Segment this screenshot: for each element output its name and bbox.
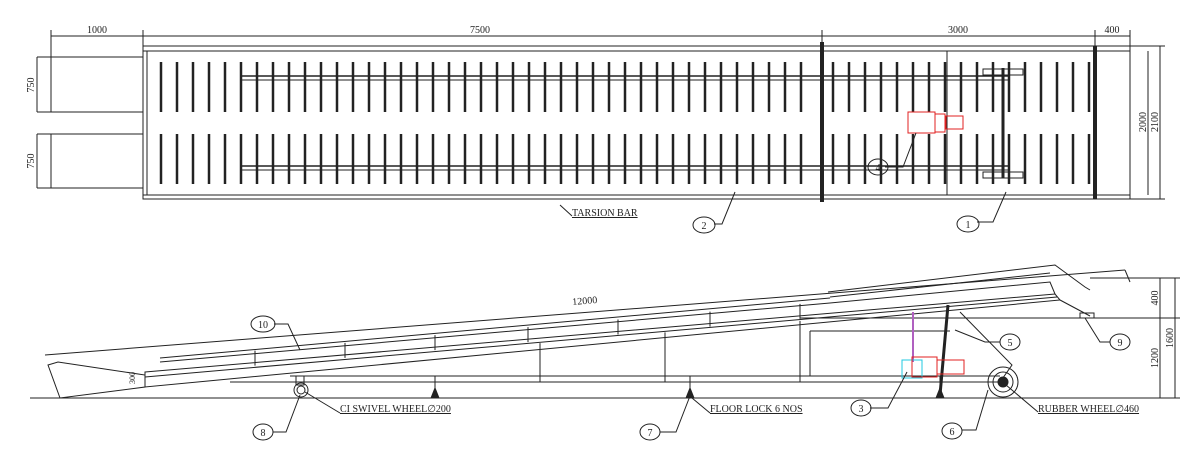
label-swivel-wheel: CI SWIVEL WHEEL∅200 <box>340 404 451 415</box>
balloon-5 <box>999 333 1021 351</box>
lip-plate-upper <box>50 56 144 113</box>
hinge-bracket <box>1079 312 1095 319</box>
label-rubber-wheel: RUBBER WHEEL∅460 <box>1038 404 1139 415</box>
floor-lock <box>685 376 695 399</box>
hydraulic-cylinder <box>938 304 950 396</box>
balloon-9 <box>1109 333 1131 351</box>
balloon-7 <box>639 423 661 441</box>
floor-locks <box>430 376 945 399</box>
dim-lip-width-upper: 750 <box>26 78 37 93</box>
balloon-3-text: 3 <box>859 404 864 415</box>
balloon-2-text: 2 <box>702 221 707 232</box>
lip-plate-lower <box>50 133 144 189</box>
balloon-5-text: 5 <box>1008 338 1013 349</box>
floor-lock <box>430 376 440 399</box>
deck-slats <box>159 62 1091 184</box>
swivel-wheel <box>293 375 309 398</box>
top-view: 1000 7500 3000 400 750 750 2000 <box>26 25 1165 234</box>
dim-outer-width: 2100 <box>1150 112 1161 132</box>
dim-overall-length: 12000 <box>572 295 598 308</box>
hydraulic-motor-side <box>911 356 965 378</box>
balloon-7-text: 7 <box>648 428 653 439</box>
balloon-1 <box>956 215 980 233</box>
balloon-3 <box>850 399 872 417</box>
balloon-8-text: 8 <box>261 428 266 439</box>
balloon-10 <box>250 315 276 333</box>
dim-base-height: 1200 <box>1150 348 1161 368</box>
balloon-6 <box>941 422 963 440</box>
hydraulic-motor-top <box>907 111 964 134</box>
dim-top-height: 400 <box>1150 291 1161 306</box>
railing-posts <box>254 303 801 382</box>
balloon-2 <box>692 216 716 234</box>
dim-inner-width: 2000 <box>1138 112 1149 132</box>
dim-lip-height: 300 <box>128 372 137 384</box>
dim-ramp-lip: 1000 <box>87 25 107 36</box>
balloon-4 <box>867 158 889 176</box>
balloon-4-text: 4 <box>876 163 881 174</box>
dim-lip-width-lower: 750 <box>26 154 37 169</box>
dim-rear-section: 3000 <box>948 25 968 36</box>
floor-lock <box>935 376 945 399</box>
dim-rear-end: 400 <box>1105 25 1120 36</box>
main-frame-outline <box>142 45 1131 200</box>
balloon-10-text: 10 <box>258 320 268 331</box>
label-floor-lock: FLOOR LOCK 6 NOS <box>710 404 803 415</box>
label-torsion-bar: TARSION BAR <box>572 208 638 219</box>
balloon-9-text: 9 <box>1118 338 1123 349</box>
balloon-6-text: 6 <box>950 427 955 438</box>
side-view: 12000 300 <box>30 264 1180 441</box>
dim-total-height: 1600 <box>1165 328 1176 348</box>
dim-main-length: 7500 <box>470 25 490 36</box>
ramp-deck <box>144 293 1061 388</box>
rubber-wheel <box>987 366 1019 398</box>
balloon-1-text: 1 <box>966 220 971 231</box>
balloon-8 <box>252 423 274 441</box>
